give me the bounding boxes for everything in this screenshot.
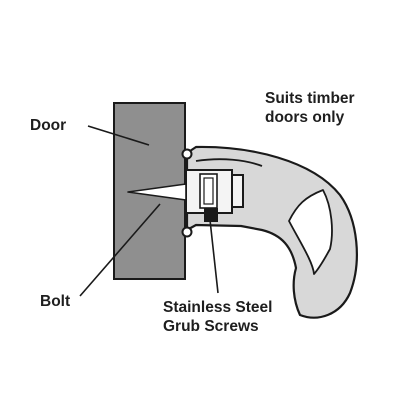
grub-screw — [204, 208, 218, 222]
leader-line-bolt — [79, 203, 161, 297]
label-grub-line2: Grub Screws — [163, 318, 259, 335]
pivot-ring-bottom — [181, 226, 193, 238]
label-bolt: Bolt — [40, 293, 71, 310]
grip-inset — [288, 189, 333, 275]
label-suits-line1: Suits timber — [265, 90, 355, 107]
bolt-spike — [127, 183, 187, 201]
handle-plate-outline — [195, 158, 263, 167]
label-grub-screws: Stainless Steel Grub Screws — [163, 298, 272, 336]
spindle-core — [203, 177, 214, 205]
leader-line-grub — [209, 219, 219, 294]
label-suits-timber: Suits timber doors only — [265, 89, 355, 127]
label-door: Door — [30, 117, 67, 134]
label-suits-line2: doors only — [265, 109, 345, 126]
pivot-ring-top — [181, 148, 193, 160]
label-grub-line1: Stainless Steel — [163, 299, 273, 316]
leader-line-door — [87, 125, 150, 146]
end-nut — [231, 174, 244, 208]
